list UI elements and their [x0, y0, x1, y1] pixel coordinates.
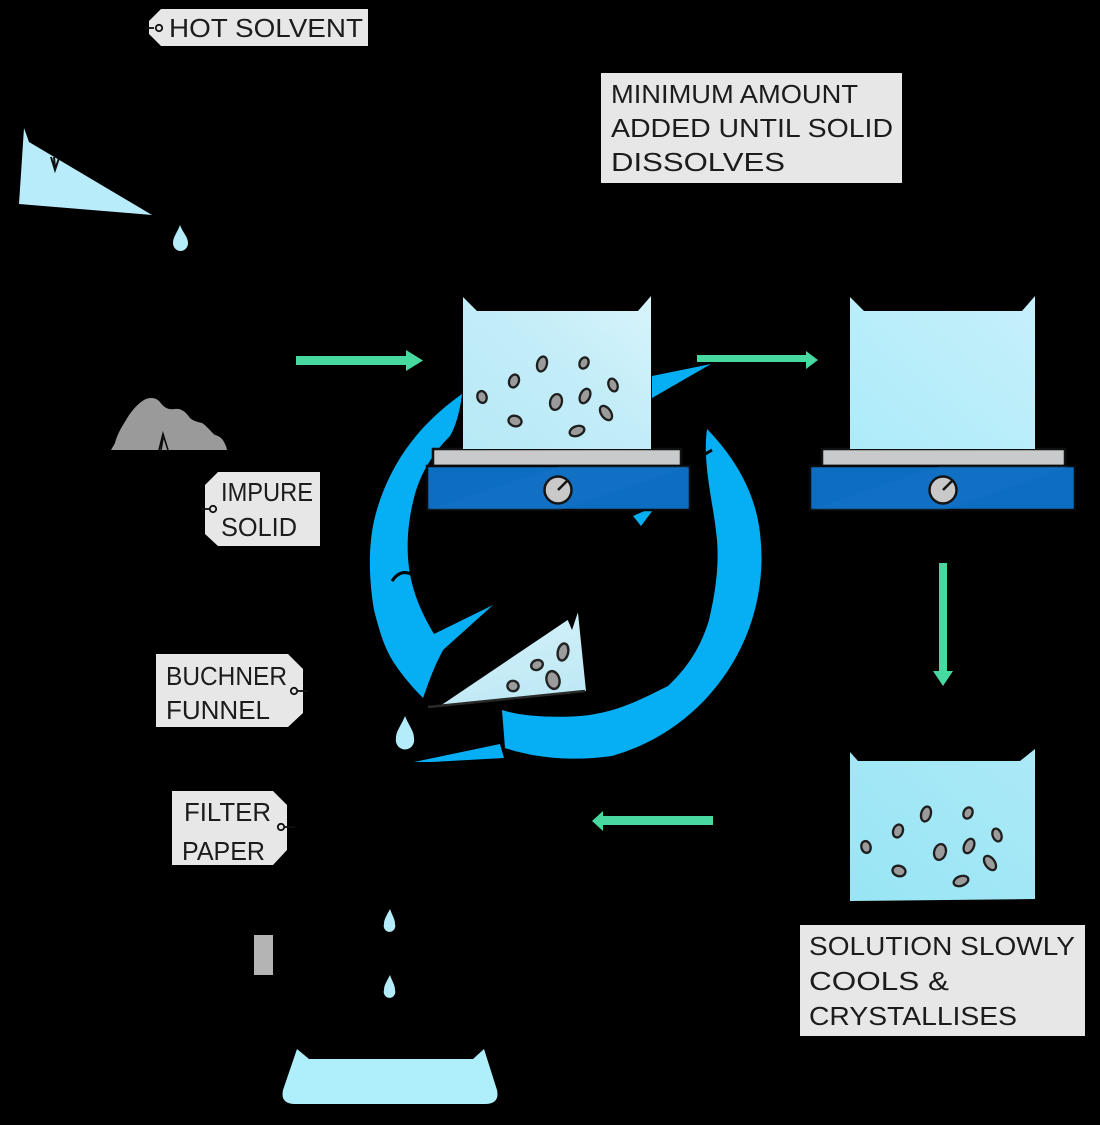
svg-text:DISSOLVES: DISSOLVES — [611, 147, 785, 177]
svg-text:PAPER: PAPER — [182, 836, 265, 866]
svg-text:IMPURE: IMPURE — [221, 477, 313, 507]
svg-text:COOLS &: COOLS & — [809, 966, 949, 996]
svg-text:FILTER: FILTER — [184, 797, 271, 827]
svg-text:HOT SOLVENT: HOT SOLVENT — [169, 13, 363, 43]
svg-text:FUNNEL: FUNNEL — [166, 695, 270, 725]
svg-text:MINIMUM AMOUNT: MINIMUM AMOUNT — [611, 79, 858, 109]
svg-text:SOLID: SOLID — [221, 512, 297, 542]
svg-text:BUCHNER: BUCHNER — [166, 661, 287, 691]
svg-text:SOLUTION SLOWLY: SOLUTION SLOWLY — [809, 931, 1075, 961]
svg-text:CRYSTALLISES: CRYSTALLISES — [809, 1001, 1017, 1031]
svg-text:ADDED UNTIL SOLID: ADDED UNTIL SOLID — [611, 113, 893, 143]
